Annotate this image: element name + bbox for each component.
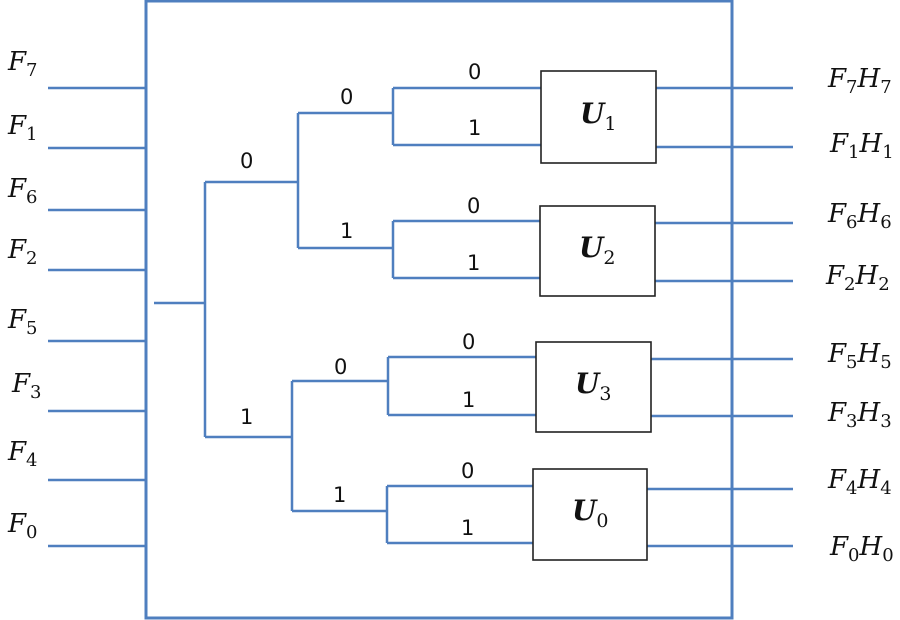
unit-box-1: U1 xyxy=(540,70,657,164)
bit-label: 0 xyxy=(334,355,347,379)
input-label: F5 xyxy=(7,305,38,339)
bit-label: 1 xyxy=(467,251,480,275)
tree-wiring xyxy=(154,86,541,545)
input-label: F6 xyxy=(7,174,38,208)
bit-label: 0 xyxy=(468,60,481,84)
input-label: F3 xyxy=(11,369,42,403)
input-label: F2 xyxy=(7,235,38,269)
output-wires xyxy=(647,86,793,548)
output-label: F7H7 xyxy=(827,64,892,98)
output-label: F0H0 xyxy=(829,532,894,566)
output-label: F2H2 xyxy=(825,261,890,295)
unit-box xyxy=(539,205,656,297)
bit-label: 1 xyxy=(333,483,346,507)
input-labels: F7 F1 F6 F2 F5 F3 F4 F0 xyxy=(7,47,42,543)
bit-label: 1 xyxy=(468,116,481,140)
bit-label: 1 xyxy=(461,516,474,540)
unit-label: U3 xyxy=(575,367,612,405)
input-label: F4 xyxy=(7,437,38,471)
bit-label: 0 xyxy=(467,194,480,218)
outer-frame xyxy=(144,0,734,620)
bit-label: 1 xyxy=(340,219,353,243)
unit-box-2: U2 xyxy=(539,205,656,297)
output-label: F4H4 xyxy=(827,465,892,499)
bit-label: 0 xyxy=(462,330,475,354)
branch-bits: 0 1 0 1 0 1 0 1 0 1 0 1 0 1 xyxy=(240,60,481,540)
unit-box-0: U0 xyxy=(532,468,648,561)
unit-box xyxy=(532,468,648,561)
output-label: F5H5 xyxy=(827,339,892,373)
input-label: F1 xyxy=(7,111,38,145)
output-label: F3H3 xyxy=(827,398,892,432)
unit-box-3: U3 xyxy=(535,341,652,433)
output-labels: F7H7 F1H1 F6H6 F2H2 F5H5 F3H3 F4H4 F0H0 xyxy=(825,64,894,566)
output-label: F1H1 xyxy=(829,129,894,163)
input-wires xyxy=(48,86,146,548)
input-label: F7 xyxy=(7,47,38,81)
unit-label: U2 xyxy=(579,231,616,269)
bit-label: 0 xyxy=(461,459,474,483)
unit-box xyxy=(540,70,657,164)
input-label: F0 xyxy=(7,509,38,543)
bit-label: 0 xyxy=(240,149,253,173)
output-label: F6H6 xyxy=(827,199,892,233)
bit-label: 0 xyxy=(340,85,353,109)
bit-label: 1 xyxy=(462,388,475,412)
unit-box xyxy=(535,341,652,433)
unit-label: U0 xyxy=(572,494,609,532)
unit-label: U1 xyxy=(580,97,617,135)
bit-label: 1 xyxy=(240,405,253,429)
